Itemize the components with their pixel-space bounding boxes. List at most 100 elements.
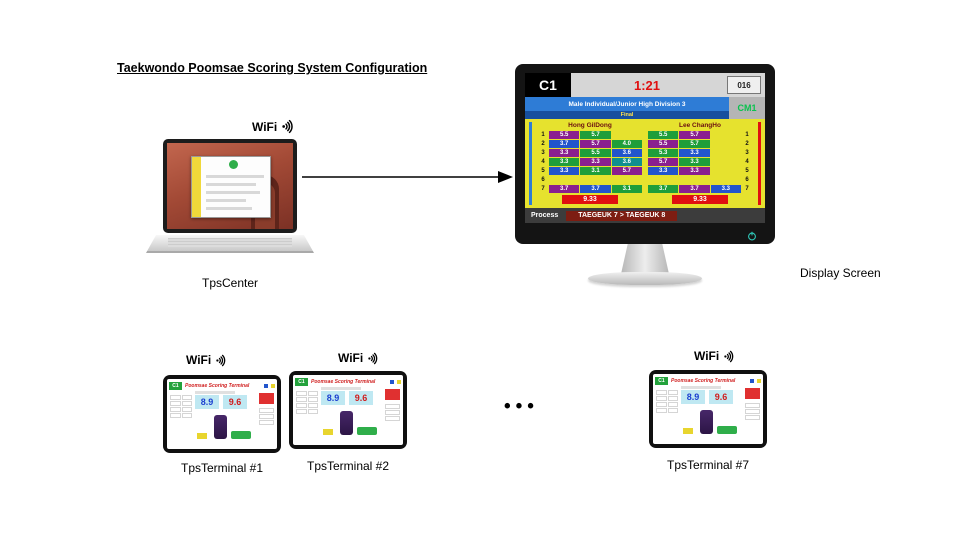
mini-cell [296, 409, 307, 414]
score-cell [612, 131, 642, 139]
terminal-mini-grid-left [296, 391, 318, 414]
app-window-line [206, 207, 252, 210]
mini-cell [181, 407, 192, 412]
mini-cell [667, 390, 678, 395]
wifi-icon [282, 119, 293, 134]
row-number: 3 [745, 150, 749, 156]
score-row: 3 3.3 5.5 3.6 [538, 149, 642, 157]
terminal-score-right: 9.6 [349, 391, 373, 405]
terminal-name-label: TpsTerminal #1 [180, 461, 264, 475]
mini-cell [259, 420, 274, 425]
mini-cell [745, 409, 760, 414]
app-window-line [206, 199, 246, 202]
row-number: 5 [541, 168, 545, 174]
score-cell: 3.7 [580, 185, 611, 193]
terminal-mini-grid-left [170, 395, 192, 418]
app-window [191, 156, 271, 218]
score-row: 3.3 3.3 5 [648, 167, 752, 175]
score-cell: 5.7 [679, 140, 710, 148]
monitor-stand-base [588, 272, 702, 285]
score-cell: 3.3 [549, 167, 580, 175]
score-cell: 3.3 [549, 158, 580, 166]
terminal-subtitle-bar [681, 386, 721, 389]
row-number: 4 [745, 159, 749, 165]
terminal-yellow-cell [323, 429, 333, 435]
division-column: Male Individual/Junior High Division 3 F… [525, 97, 729, 119]
mini-cell [667, 402, 678, 407]
terminal-logo [214, 415, 227, 439]
monitor-screen: C1 1:21 016 Male Individual/Junior High … [525, 73, 765, 223]
wifi-label-terminal-7: WiFi [694, 349, 738, 363]
terminal-court-badge: C1 [295, 377, 308, 386]
row-number: 1 [541, 132, 545, 138]
division-row: Male Individual/Junior High Division 3 F… [525, 97, 765, 119]
terminal-subtitle-bar [195, 391, 235, 394]
mini-cell [307, 397, 318, 402]
mini-cell [656, 408, 667, 413]
mini-cell [667, 396, 678, 401]
terminal-title: Poomsae Scoring Terminal [311, 378, 376, 385]
terminal-court-badge: C1 [655, 376, 668, 385]
mini-cell [181, 401, 192, 406]
terminal-screen: C1 Poomsae Scoring Terminal 8.9 9.6 [653, 374, 763, 444]
row-number: 7 [745, 186, 749, 192]
terminal-red-cell [745, 388, 760, 399]
blue-square-icon [750, 378, 754, 383]
mini-cell [656, 396, 667, 401]
mini-cell [385, 404, 400, 409]
wifi-label-laptop: WiFi [252, 119, 298, 134]
wifi-label-terminal-1: WiFi [186, 353, 230, 367]
wifi-label-text: WiFi [186, 353, 212, 367]
score-cell: 3.6 [611, 158, 642, 166]
mini-cell [667, 408, 678, 413]
laptop-name-label: TpsCenter [201, 276, 259, 290]
score-cell [648, 176, 678, 184]
wifi-label-text: WiFi [694, 349, 720, 363]
yellow-square-icon [271, 383, 275, 388]
blue-square-icon [264, 383, 268, 388]
round-label: Final [525, 111, 729, 119]
player-total: 9.33 [562, 195, 618, 204]
terminal-screen: C1 Poomsae Scoring Terminal 8.9 9.6 [293, 375, 403, 445]
mini-cell [385, 416, 400, 421]
player-total: 9.33 [672, 195, 728, 204]
score-row: 5 3.3 3.1 5.7 [538, 167, 642, 175]
score-cell: 3.3 [679, 167, 710, 175]
app-window-line [206, 175, 264, 178]
mini-cell [745, 415, 760, 420]
row-number: 2 [745, 141, 749, 147]
mini-cell [170, 407, 181, 412]
terminal-screen: C1 Poomsae Scoring Terminal 8.9 9.6 [167, 379, 277, 449]
score-cell: 5.5 [648, 140, 679, 148]
wifi-label-text: WiFi [252, 119, 278, 134]
terminal-header: C1 Poomsae Scoring Terminal [655, 376, 761, 385]
mini-cell [181, 395, 192, 400]
score-cell: 3.7 [648, 185, 679, 193]
terminal-header: C1 Poomsae Scoring Terminal [169, 381, 275, 390]
score-cell: 5.7 [580, 140, 611, 148]
terminal-header: C1 Poomsae Scoring Terminal [295, 377, 401, 386]
monitor-device: C1 1:21 016 Male Individual/Junior High … [515, 64, 775, 244]
connection-arrow [302, 171, 513, 183]
scoreboard-top-bar: C1 1:21 016 [525, 73, 765, 97]
score-cell: 3.3 [679, 149, 710, 157]
mini-cell [385, 410, 400, 415]
score-cell: 3.6 [611, 149, 642, 157]
mini-cell [745, 403, 760, 408]
terminal-device-7: C1 Poomsae Scoring Terminal 8.9 9.6 [649, 370, 767, 448]
score-cell: 5.3 [648, 149, 679, 157]
mini-cell [181, 413, 192, 418]
score-cell [711, 149, 741, 157]
score-cell: 5.7 [648, 158, 679, 166]
page-title: Taekwondo Poomsae Scoring System Configu… [117, 61, 428, 75]
terminal-score-left: 8.9 [681, 390, 705, 404]
player-name: Hong GilDong [568, 122, 612, 129]
score-row: 1 5.5 5.7 [538, 131, 642, 139]
terminal-yellow-cell [683, 428, 693, 434]
app-window-line [206, 183, 256, 186]
score-cell [711, 167, 741, 175]
match-number: 016 [727, 76, 761, 94]
score-row: 3.7 3.7 3.3 7 [648, 185, 752, 193]
division-banner: Male Individual/Junior High Division 3 [525, 97, 729, 111]
